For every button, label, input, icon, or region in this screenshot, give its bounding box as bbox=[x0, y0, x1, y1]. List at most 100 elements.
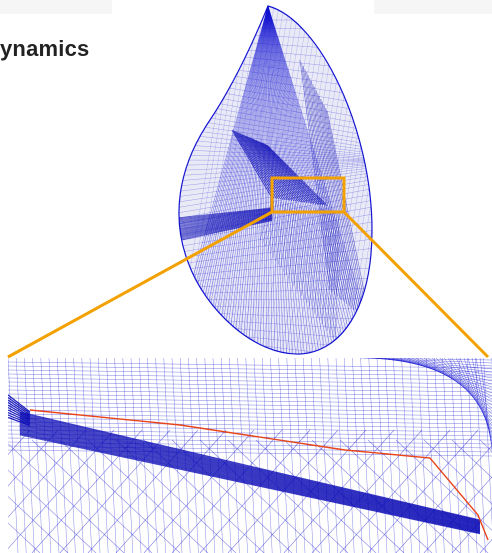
zoom-mesh-line bbox=[229, 358, 240, 553]
zoom-mesh-line bbox=[8, 429, 59, 487]
zoom-mesh-line bbox=[8, 469, 97, 553]
zoom-mesh-line bbox=[87, 439, 209, 553]
mesh-line bbox=[329, 6, 372, 355]
mesh-dense-line bbox=[178, 214, 273, 231]
mesh-dense-line bbox=[301, 206, 310, 297]
zoom-dense-line bbox=[19, 421, 481, 527]
zoom-mesh-line bbox=[311, 358, 322, 553]
zoom-mesh-line bbox=[8, 389, 492, 397]
mesh-dense-line bbox=[247, 136, 297, 202]
mesh-line bbox=[267, 6, 360, 355]
mesh-line bbox=[241, 6, 269, 355]
zoom-dense-line bbox=[8, 409, 31, 422]
mesh-line bbox=[256, 6, 269, 355]
mesh-line bbox=[267, 6, 282, 355]
mesh-dense-line bbox=[270, 201, 282, 255]
mesh-overview-image bbox=[178, 0, 435, 360]
zoom-mesh-line bbox=[8, 413, 492, 421]
zoom-dense-line bbox=[19, 417, 481, 525]
zoom-mesh-line bbox=[270, 358, 281, 553]
mesh-line bbox=[267, 6, 354, 355]
callout-line-left bbox=[7, 210, 273, 359]
mesh-dense-line bbox=[231, 129, 273, 199]
zoom-dense-line bbox=[19, 412, 481, 521]
mesh-line bbox=[217, 6, 269, 355]
callout-line-right bbox=[342, 210, 490, 359]
zoom-mesh-line bbox=[89, 358, 101, 553]
mesh-line bbox=[344, 6, 372, 355]
mesh-dense-line bbox=[312, 83, 350, 307]
mesh-line bbox=[229, 6, 291, 355]
zoom-dense-line bbox=[19, 427, 481, 531]
zoom-dense-line bbox=[19, 414, 481, 522]
zoom-mesh-line bbox=[286, 358, 298, 553]
zoom-mesh-line bbox=[8, 425, 492, 433]
zoom-mesh-line bbox=[8, 393, 492, 401]
mesh-dense-line bbox=[240, 133, 286, 201]
zoom-mesh-line bbox=[302, 358, 314, 553]
mesh-line bbox=[274, 6, 336, 355]
mesh-dense-line bbox=[178, 214, 273, 232]
zoom-mesh-line bbox=[106, 358, 117, 553]
mesh-dense-line bbox=[317, 92, 357, 313]
mesh-line bbox=[219, 6, 281, 355]
zoom-mesh-line bbox=[319, 358, 330, 553]
mesh-line bbox=[267, 6, 345, 355]
mesh-dense-line bbox=[238, 132, 284, 200]
zoom-dense-line bbox=[19, 426, 481, 530]
mesh-dense-line bbox=[311, 207, 319, 311]
mesh-line bbox=[229, 6, 269, 355]
mesh-line bbox=[199, 6, 261, 355]
mesh-dense-line bbox=[306, 71, 340, 299]
mesh-line bbox=[214, 6, 276, 355]
zoom-dense-line bbox=[8, 397, 31, 414]
zoom-mesh-line bbox=[227, 439, 349, 553]
zoom-mesh-line bbox=[8, 449, 492, 457]
mesh-dense-line bbox=[258, 141, 315, 204]
zoom-mesh-line bbox=[443, 358, 492, 424]
zoom-mesh-line bbox=[81, 358, 93, 553]
mesh-line bbox=[202, 6, 269, 355]
mesh-line bbox=[223, 6, 269, 355]
zoom-dense-line bbox=[19, 420, 481, 527]
mesh-dense-line bbox=[248, 136, 299, 202]
mesh-dense-line bbox=[237, 132, 282, 200]
mesh-dense-line bbox=[283, 203, 293, 272]
mesh-dense-line bbox=[262, 142, 321, 205]
mesh-dense-line bbox=[261, 142, 319, 205]
mesh-line bbox=[224, 6, 286, 355]
zoom-mesh-line bbox=[212, 358, 224, 553]
zoom-mesh-line bbox=[237, 358, 248, 553]
mesh-dense-line bbox=[178, 211, 273, 227]
zoom-mesh-line bbox=[479, 358, 492, 451]
mesh-line bbox=[267, 6, 357, 355]
zoom-dense-line bbox=[8, 404, 31, 419]
mesh-line bbox=[259, 6, 269, 355]
mesh-line bbox=[324, 6, 372, 355]
mesh-dense-line bbox=[251, 138, 304, 203]
mesh-dense-line bbox=[267, 201, 280, 251]
mesh-dense-line bbox=[296, 205, 305, 290]
mesh-line bbox=[238, 6, 269, 355]
mesh-dense-line bbox=[242, 134, 290, 201]
zoom-mesh-line bbox=[8, 417, 492, 425]
zoom-mesh-line bbox=[8, 409, 492, 417]
zoom-mesh-line bbox=[278, 358, 289, 553]
zoom-mesh-line bbox=[451, 507, 492, 553]
mesh-line bbox=[178, 162, 372, 177]
zoom-dense-line bbox=[19, 430, 481, 532]
mesh-dense-line bbox=[335, 211, 339, 342]
zoom-dense-line bbox=[19, 431, 481, 533]
zoom-dense-line bbox=[19, 422, 481, 528]
zoom-mesh-line bbox=[343, 358, 355, 553]
mesh-line bbox=[250, 6, 269, 355]
zoom-dense-line bbox=[8, 414, 31, 425]
mesh-line bbox=[375, 0, 435, 360]
zoom-dense-line bbox=[19, 429, 481, 532]
zoom-mesh-line bbox=[8, 369, 492, 377]
mesh-dense-line bbox=[254, 139, 308, 204]
zoom-mesh-line bbox=[451, 439, 492, 479]
zoom-mesh-line bbox=[97, 358, 109, 553]
zoom-dense-line bbox=[8, 406, 31, 421]
